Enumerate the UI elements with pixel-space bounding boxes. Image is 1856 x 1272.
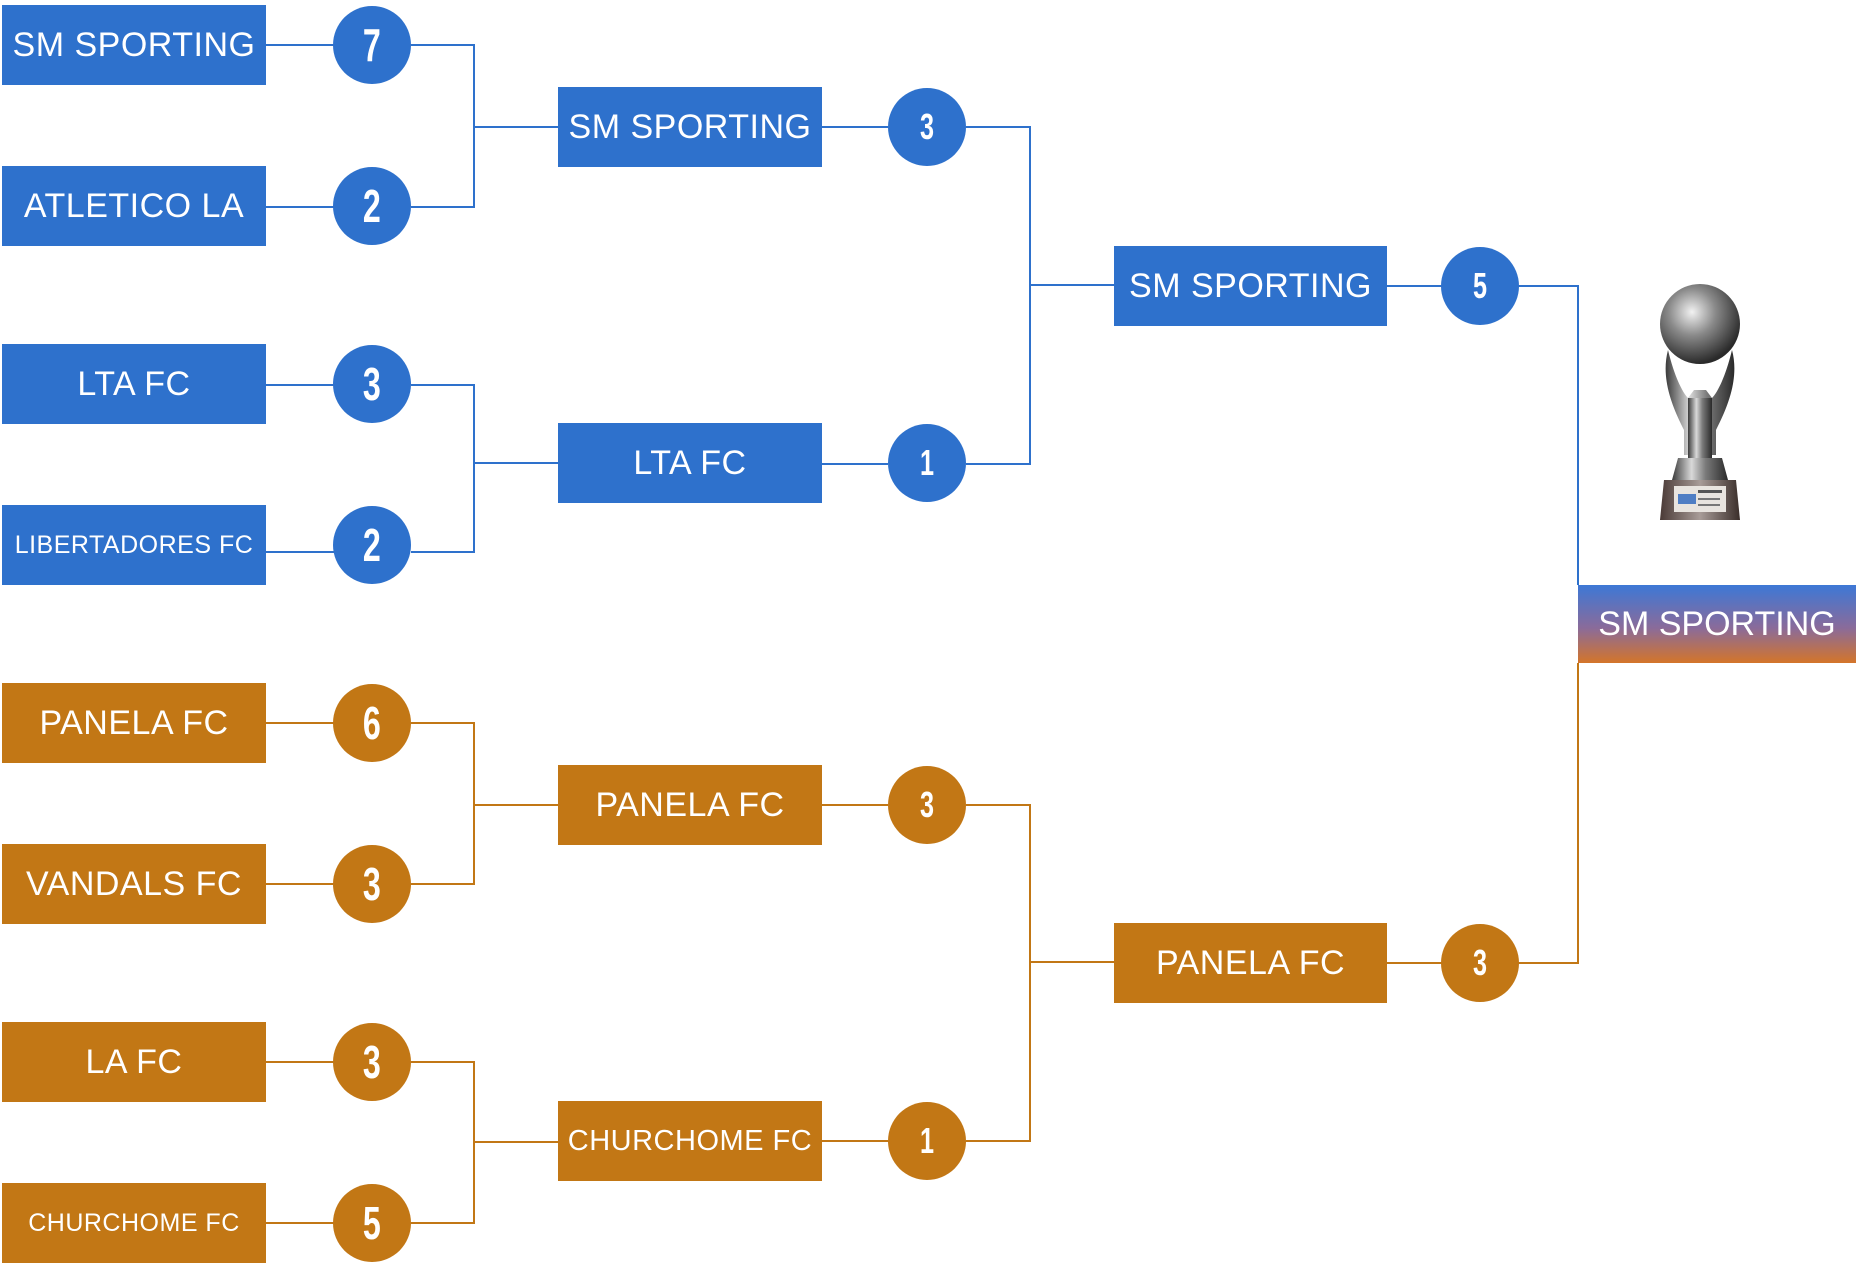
round1-team-8: CHURCHOME FC	[2, 1183, 266, 1263]
round1-team-6: VANDALS FC	[2, 844, 266, 924]
round1-team-2: ATLETICO LA	[2, 166, 266, 246]
round1-score-4: 2	[333, 506, 411, 584]
round3-team-1: SM SPORTING	[1114, 246, 1387, 326]
round1-score-8: 5	[333, 1184, 411, 1262]
round1-team-1: SM SPORTING	[2, 5, 266, 85]
round2-team-2: LTA FC	[558, 423, 822, 503]
champion-banner: SM SPORTING	[1578, 585, 1856, 663]
round1-team-3: LTA FC	[2, 344, 266, 424]
round2-score-2: 1	[888, 424, 966, 502]
round3-team-2: PANELA FC	[1114, 923, 1387, 1003]
round2-score-4: 1	[888, 1102, 966, 1180]
round2-team-3: PANELA FC	[558, 765, 822, 845]
round1-score-6: 3	[333, 845, 411, 923]
round2-team-4: CHURCHOME FC	[558, 1101, 822, 1181]
trophy-icon	[1660, 284, 1740, 520]
round1-score-5: 6	[333, 684, 411, 762]
round2-score-1: 3	[888, 88, 966, 166]
round3-score-1: 5	[1441, 247, 1519, 325]
round1-team-5: PANELA FC	[2, 683, 266, 763]
round1-team-4: LIBERTADORES FC	[2, 505, 266, 585]
round2-score-3: 3	[888, 766, 966, 844]
round1-team-7: LA FC	[2, 1022, 266, 1102]
round1-score-2: 2	[333, 167, 411, 245]
round1-score-1: 7	[333, 6, 411, 84]
round1-score-3: 3	[333, 345, 411, 423]
round1-score-7: 3	[333, 1023, 411, 1101]
round3-score-2: 3	[1441, 924, 1519, 1002]
round2-team-1: SM SPORTING	[558, 87, 822, 167]
